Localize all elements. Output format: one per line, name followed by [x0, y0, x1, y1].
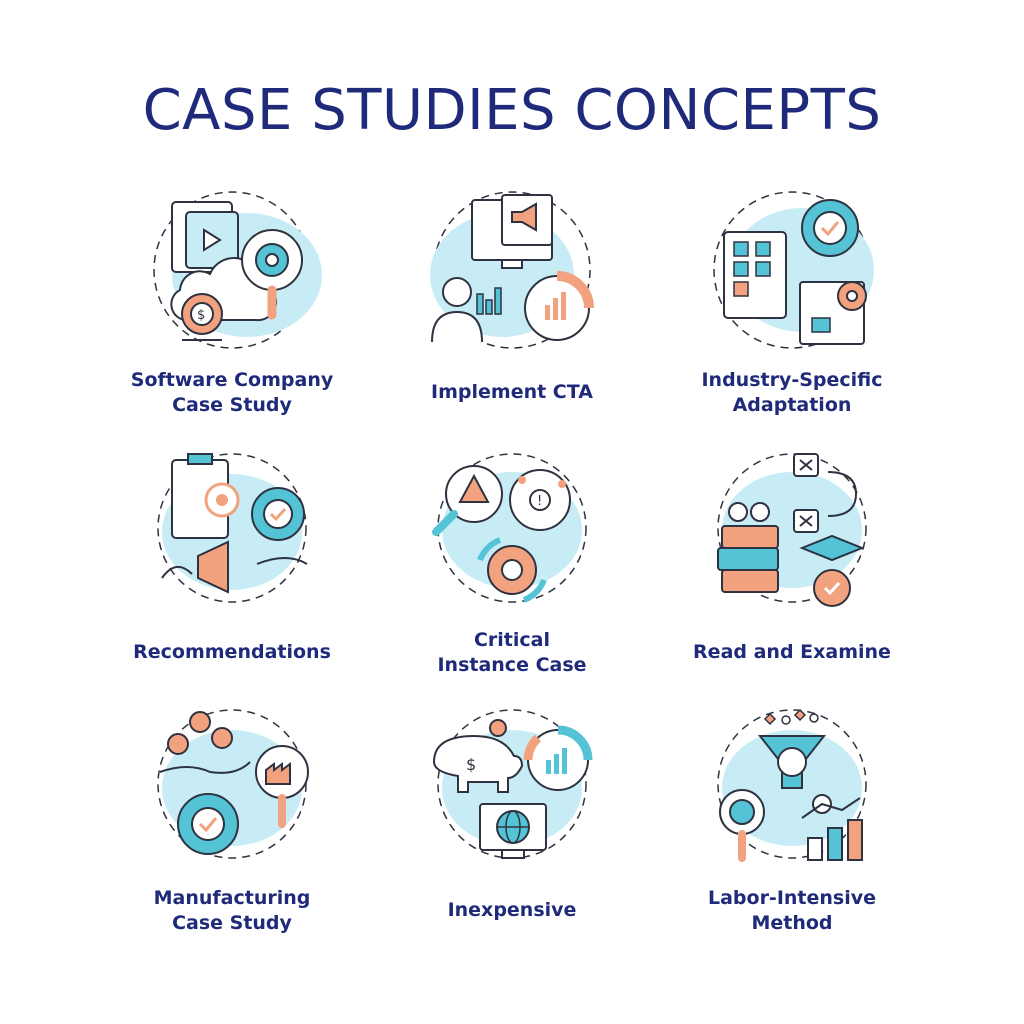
implement-cta-icon — [430, 191, 594, 349]
svg-text:$: $ — [197, 308, 205, 323]
concept-label: Implement CTA — [431, 381, 593, 403]
page-title: CASE STUDIES CONCEPTS — [142, 78, 882, 143]
manufacturing-icon — [157, 709, 309, 859]
recommendations-icon — [157, 453, 308, 603]
read-examine-icon — [717, 453, 867, 607]
industry-specific-icon — [713, 191, 874, 349]
critical-instance-icon: ! — [432, 453, 587, 603]
concept-label: Inexpensive — [447, 899, 577, 921]
concept-label: Recommendations — [133, 641, 331, 663]
labor-intensive-icon — [717, 708, 867, 862]
concept-label: Read and Examine — [693, 641, 891, 663]
inexpensive-icon: $ — [432, 709, 593, 859]
svg-text:$: $ — [466, 755, 476, 774]
svg-text:!: ! — [537, 494, 542, 509]
software-company-icon: $ — [153, 191, 322, 349]
